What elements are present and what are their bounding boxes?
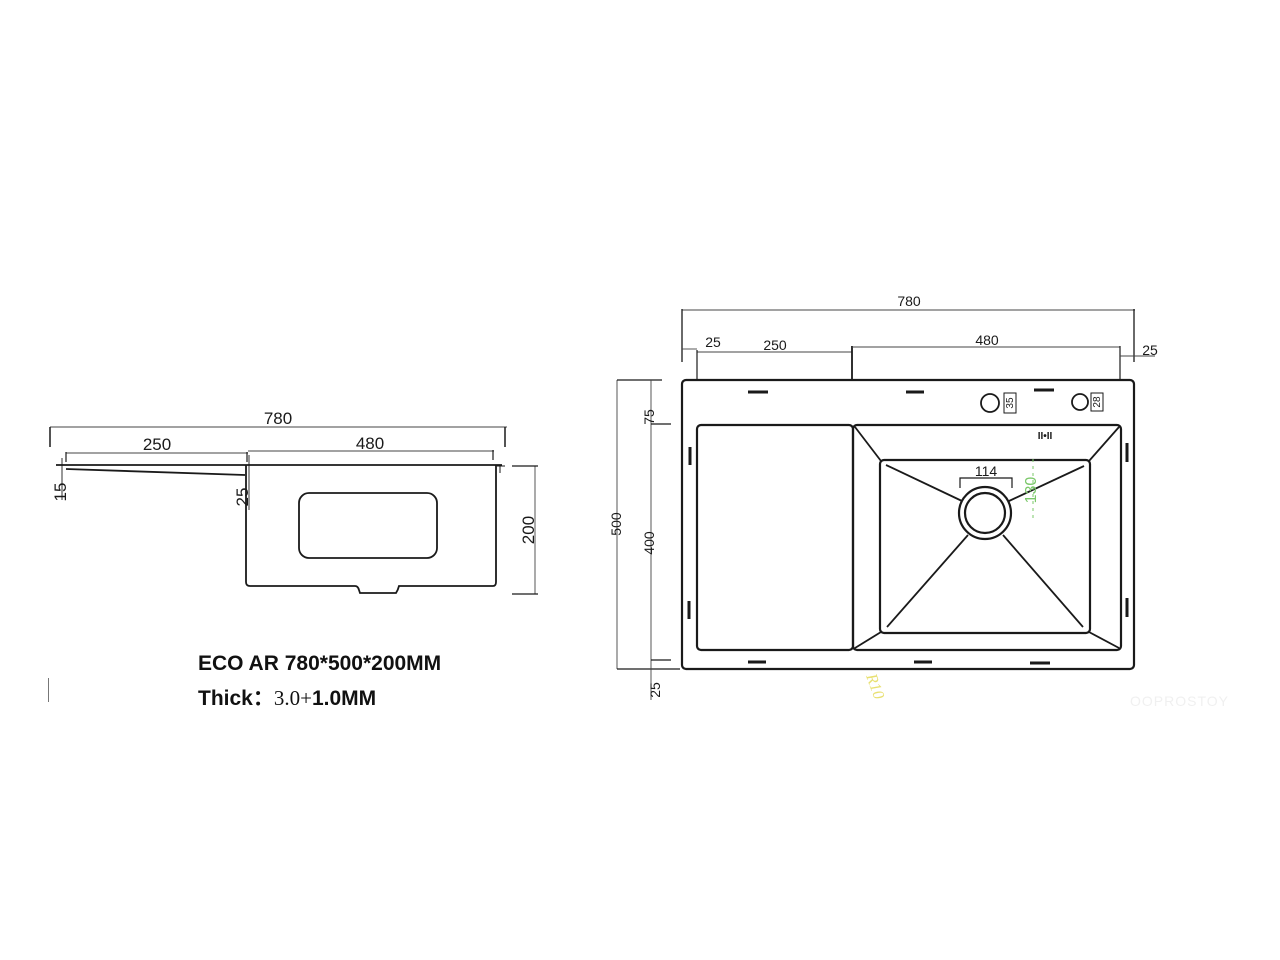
margin-mark (48, 678, 49, 702)
side-dim-250: 250 (143, 435, 171, 454)
side-dim-25: 25 (233, 488, 252, 507)
thickness-value-a: 3.0+ (273, 686, 312, 710)
drain-dim-114: 114 (975, 463, 998, 479)
top-view: 780 25 250 480 25 500 75 400 25 (608, 293, 1158, 702)
top-dim-250: 250 (763, 337, 787, 353)
side-dim-15: 15 (51, 483, 70, 502)
watermark: OOPROSTOY (1130, 693, 1229, 709)
top-dim-right-25: 25 (1142, 342, 1158, 358)
side-dim-480: 480 (356, 434, 384, 453)
top-dim-480: 480 (975, 332, 999, 348)
thickness-value-b: 1.0MM (311, 687, 377, 710)
side-dim-780: 780 (264, 409, 292, 428)
top-dim-780: 780 (897, 293, 921, 309)
drain-dim-130: 130 (1023, 477, 1040, 504)
thickness-line: Thick：3.0+1.0MM (198, 682, 376, 712)
faucet-hole-28: 28 (1092, 396, 1103, 408)
faucet-hole-35: 35 (1005, 397, 1016, 409)
top-dim-400: 400 (641, 531, 657, 555)
overflow-mark: II•II (1038, 431, 1053, 442)
model-title: ECO AR 780*500*200MM (198, 652, 442, 675)
corner-radius-r10: R10 (862, 671, 887, 702)
thickness-label: Thick： (198, 687, 274, 710)
top-dim-left-25: 25 (705, 334, 721, 350)
top-dim-75: 75 (641, 409, 657, 425)
top-dim-500: 500 (608, 512, 624, 536)
side-dim-200: 200 (519, 516, 538, 544)
side-view: 780 250 480 15 25 200 (49, 409, 538, 595)
top-dim-bottom-25: 25 (647, 682, 663, 698)
